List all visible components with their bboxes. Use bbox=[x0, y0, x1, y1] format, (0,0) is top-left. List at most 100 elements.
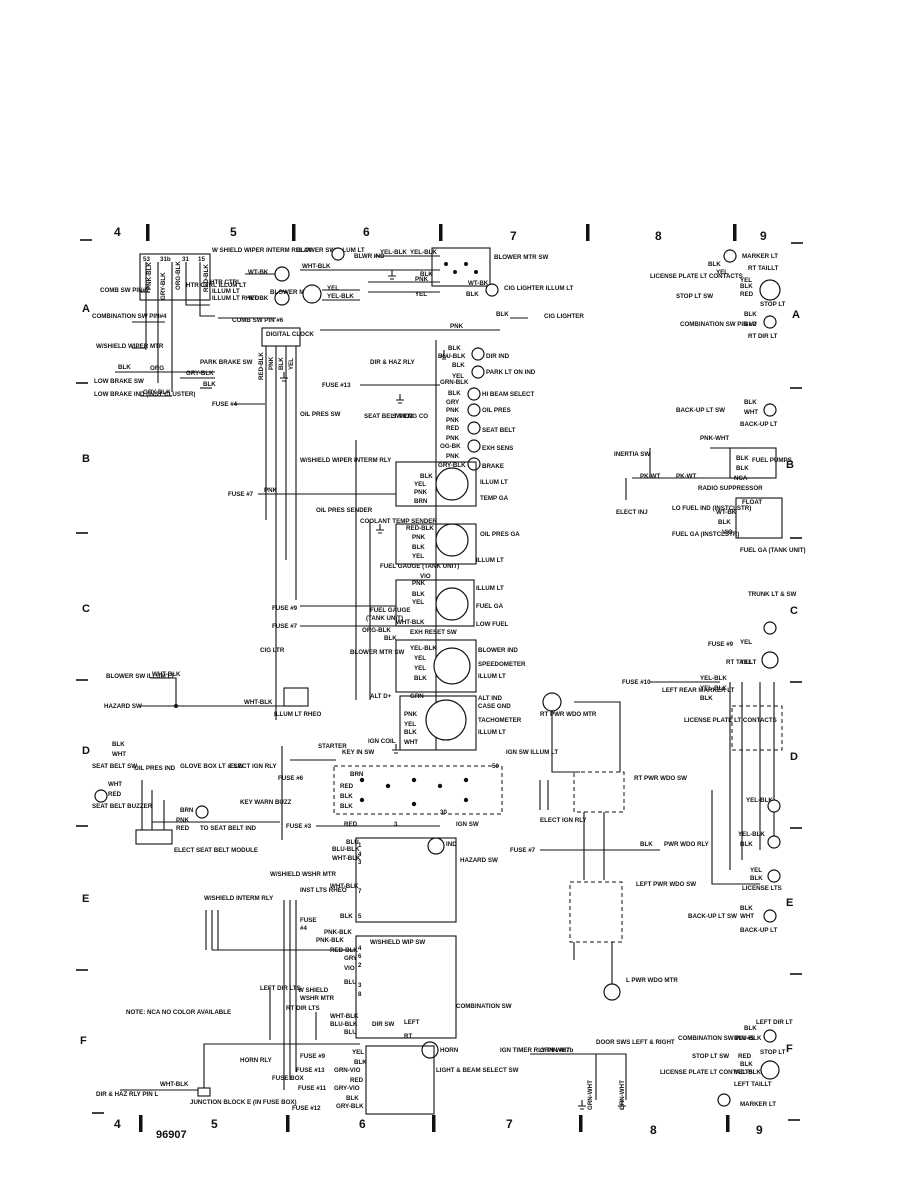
svg-text:BRN: BRN bbox=[414, 498, 428, 505]
oil-pres-sender-label: OIL PRES SENDER bbox=[316, 507, 373, 514]
svg-text:VIO: VIO bbox=[722, 529, 733, 536]
svg-text:RED: RED bbox=[350, 1077, 364, 1084]
svg-text:HTR CTRL: HTR CTRL bbox=[210, 279, 241, 286]
comb-sw-pin6-label: COMB SW PIN #6 bbox=[232, 317, 284, 324]
back-up-lt-sw-label: BACK-UP LT SW bbox=[676, 407, 725, 414]
svg-text:BLK: BLK bbox=[340, 913, 353, 920]
svg-text:YEL-BLK: YEL-BLK bbox=[700, 685, 727, 692]
svg-text:ILLUM LT: ILLUM LT bbox=[476, 557, 504, 564]
svg-text:BLK: BLK bbox=[354, 1059, 367, 1066]
svg-text:ORG: ORG bbox=[150, 365, 164, 372]
svg-text:3: 3 bbox=[358, 859, 362, 866]
svg-text:GRY-BLK: GRY-BLK bbox=[143, 389, 171, 396]
svg-text:RED-BLK: RED-BLK bbox=[258, 352, 265, 380]
fuse9b-horn-label: FUSE #9 bbox=[300, 1053, 326, 1060]
rt-pwr-wdo-sw-label: RT PWR WDO SW bbox=[634, 775, 687, 782]
svg-text:BLU: BLU bbox=[344, 979, 357, 986]
fuse13-label: FUSE #13 bbox=[322, 382, 351, 389]
svg-text:YEL: YEL bbox=[740, 659, 752, 666]
svg-text:FUEL GAUGE: FUEL GAUGE bbox=[370, 607, 410, 614]
starter-label: STARTER bbox=[318, 743, 347, 750]
blwr-ind-label: BLWR IND bbox=[354, 253, 385, 260]
svg-text:#4: #4 bbox=[300, 925, 307, 932]
pwr-wdo-rly-label: PWR WDO RLY bbox=[664, 841, 710, 848]
figure-number: 96907 bbox=[156, 1129, 187, 1141]
radio-suppressor-label: RADIO SUPPRESSOR bbox=[698, 485, 763, 492]
inertia-sw-label: INERTIA SW bbox=[614, 451, 650, 458]
svg-text:YEL: YEL bbox=[414, 665, 426, 672]
illum-lt-label: ILLUM LT bbox=[480, 479, 508, 486]
svg-text:YEL: YEL bbox=[327, 285, 339, 292]
svg-text:WHT-BLK: WHT-BLK bbox=[396, 619, 425, 626]
back-up-lt-sw2-label: BACK-UP LT SW bbox=[688, 913, 737, 920]
fuel-ga-tank-unit-label: FUEL GA (TANK UNIT) bbox=[740, 547, 806, 554]
fuel-pumps-label: FUEL PUMPS bbox=[752, 457, 792, 464]
trunk-lt-sw-label: TRUNK LT & SW bbox=[748, 591, 797, 598]
elect-ign-rly-label: ELECT IGN RLY bbox=[230, 763, 277, 770]
svg-text:YEL: YEL bbox=[415, 291, 427, 298]
svg-text:WHT-BLK: WHT-BLK bbox=[332, 855, 361, 862]
row-left-D: D bbox=[82, 745, 90, 757]
wshield-wip-sw-label: W/SHIELD WIP SW bbox=[370, 939, 425, 946]
dir-haz-rly-pin-l-label: DIR & HAZ RLY PIN L bbox=[96, 1091, 158, 1098]
svg-text:(TANK UNIT): (TANK UNIT) bbox=[366, 615, 403, 622]
fuse10-label: FUSE #10 bbox=[622, 679, 651, 686]
terminal-15: 15 bbox=[198, 256, 205, 263]
svg-text:BLK: BLK bbox=[740, 905, 753, 912]
svg-text:WT-BK: WT-BK bbox=[716, 509, 737, 516]
left-rear-marker-lt-label: LEFT REAR MARKER LT bbox=[662, 687, 735, 694]
svg-text:GRN-WHT: GRN-WHT bbox=[540, 1047, 570, 1054]
cig-ltr-label: CIG LTR bbox=[260, 647, 285, 654]
svg-text:BLK: BLK bbox=[346, 1095, 359, 1102]
svg-text:5: 5 bbox=[358, 913, 362, 920]
park-brake-sw-label: PARK BRAKE SW bbox=[200, 359, 253, 366]
svg-text:PNK: PNK bbox=[446, 417, 460, 424]
row-right-E: E bbox=[786, 897, 793, 909]
l-pwr-wdo-mtr-label: L PWR WDO MTR bbox=[626, 977, 678, 984]
junction-block-label: JUNCTION BLOCK E (IN FUSE BOX) bbox=[190, 1099, 297, 1106]
svg-text:WHT: WHT bbox=[112, 751, 126, 758]
back-up-lt-label: BACK-UP LT bbox=[740, 421, 777, 428]
fuel-ga-instclstr-label: FUEL GA (INSTCLSTR) bbox=[672, 531, 739, 538]
elect-seat-belt-module-label: ELECT SEAT BELT MODULE bbox=[174, 847, 258, 854]
cig-lighter-label: CIG LIGHTER bbox=[544, 313, 584, 320]
left-dir-lts-label: LEFT DIR LTS bbox=[260, 985, 301, 992]
svg-text:GRN-VIO: GRN-VIO bbox=[334, 1067, 361, 1074]
svg-text:WHT-BLK: WHT-BLK bbox=[244, 699, 273, 706]
svg-text:BLK: BLK bbox=[744, 1025, 757, 1032]
row-left-E: E bbox=[82, 893, 89, 905]
combination-sw-label: COMBINATION SW bbox=[456, 1003, 512, 1010]
case-gnd-label: CASE GND bbox=[478, 703, 511, 710]
svg-text:PNK: PNK bbox=[264, 487, 278, 494]
svg-text:BLK: BLK bbox=[384, 635, 397, 642]
power-window-area: RT PWR WDO MTR IGN SW ILLUM LT RT PWR WD… bbox=[500, 692, 710, 1110]
svg-text:BLK: BLK bbox=[340, 803, 353, 810]
marker-lt-label: MARKER LT bbox=[742, 253, 778, 260]
svg-text:VIO: VIO bbox=[344, 965, 355, 972]
license-plate-lt-contacts3-label: LICENSE PLATE LT CONTACTS bbox=[660, 1069, 753, 1076]
oil-pres-sw-label: OIL PRES SW bbox=[300, 411, 341, 418]
svg-text:2: 2 bbox=[358, 962, 362, 969]
row-left-F: F bbox=[80, 1035, 87, 1047]
svg-text:YEL: YEL bbox=[740, 639, 752, 646]
wshield-wiper-interm-rly-label: W/SHIELD WIPER INTERM RLY bbox=[300, 457, 392, 464]
seat-belt-mod-label: SEAT BELT MOD bbox=[364, 413, 414, 420]
terminal-31: 31 bbox=[182, 256, 189, 263]
svg-text:BLK: BLK bbox=[448, 390, 461, 397]
door-sws-label: DOOR SWS LEFT & RIGHT bbox=[596, 1039, 675, 1046]
combination-sw-pin4-label: COMBINATION SW PIN#4 bbox=[92, 313, 167, 320]
row-right-F: F bbox=[786, 1043, 793, 1055]
svg-text:RED: RED bbox=[340, 783, 354, 790]
key-in-sw-label: KEY IN SW bbox=[342, 749, 374, 756]
oil-pres-ga-label: OIL PRES GA bbox=[480, 531, 520, 538]
svg-text:PNK: PNK bbox=[446, 453, 460, 460]
svg-text:FUSE: FUSE bbox=[300, 917, 317, 924]
blower-mtr-label: BLOWER MTR bbox=[270, 289, 313, 296]
seat-belt-area: BLK WHT SEAT BELT SW OIL PRES IND GLOVE … bbox=[92, 741, 280, 854]
svg-text:ILLUM LT: ILLUM LT bbox=[212, 288, 240, 295]
stop-lt-sw-label: STOP LT SW bbox=[676, 293, 713, 300]
zone-top-5: 5 bbox=[230, 225, 237, 239]
svg-text:PNK: PNK bbox=[446, 435, 460, 442]
svg-text:YEL-BLK: YEL-BLK bbox=[700, 675, 727, 682]
svg-text:YEL: YEL bbox=[412, 553, 424, 560]
